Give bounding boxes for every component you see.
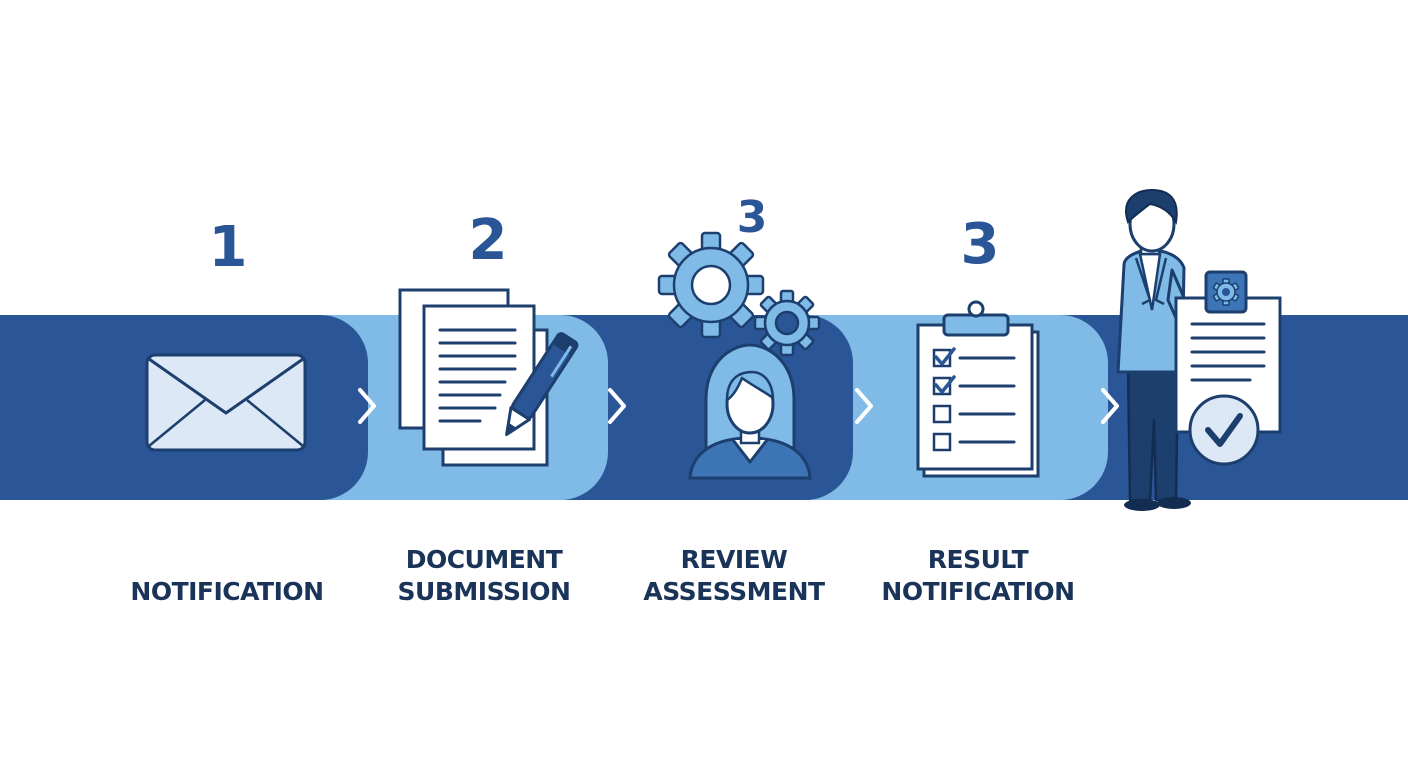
chevron-right-icon [855,388,873,424]
step-2-label: DOCUMENT SUBMISSION [364,544,604,608]
step-1-number: 1 [208,215,248,280]
step-2-number: 2 [468,208,508,273]
clipboard-checklist-icon [916,300,1040,478]
step-1-label-line-2: NOTIFICATION [130,577,324,606]
gear-icon [753,289,821,357]
chevron-right-icon [358,388,376,424]
chevron-right-icon [608,388,626,424]
step-4-label: RESULT NOTIFICATION [858,544,1098,608]
step-3-number: 3 [736,192,768,243]
step-1-label-line-1 [107,544,347,576]
chevron-right-icon [1101,388,1119,424]
step-3-label-line-1: REVIEW [680,545,788,574]
step-3-label-line-2: ASSESSMENT [643,577,825,606]
step-4-label-line-1: RESULT [927,545,1029,574]
gears-reviewer-icon [657,231,821,480]
reviewer-avatar-icon [688,343,812,480]
step-2-label-line-2: SUBMISSION [397,577,571,606]
step-4-number: 3 [960,212,1000,277]
step-4-label-line-2: NOTIFICATION [881,577,1075,606]
step-3-label: REVIEW ASSESSMENT [614,544,854,608]
checkmark-badge-icon [1188,394,1260,466]
gear-icon [657,231,765,339]
envelope-icon [145,353,307,452]
documents-pen-icon [398,288,579,467]
step-1-label: NOTIFICATION [107,544,347,608]
person-approved-document-icon [1116,188,1282,511]
step-2-label-line-1: DOCUMENT [405,545,563,574]
